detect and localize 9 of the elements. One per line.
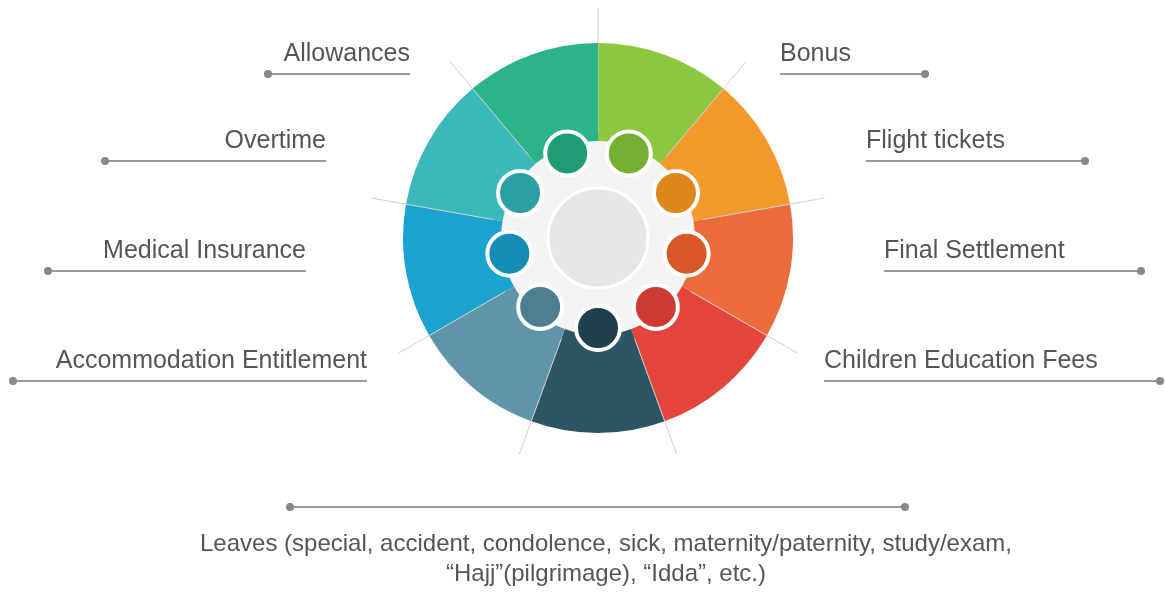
category-label: Allowances (283, 37, 410, 67)
category-label: Overtime (224, 124, 326, 154)
category-label: Final Settlement (884, 234, 1065, 264)
category-label: Accommodation Entitlement (55, 344, 367, 374)
category-label: Bonus (780, 37, 851, 67)
category-label: Flight tickets (866, 124, 1005, 154)
note-text: Leaves (special, accident, condolence, sick, maternity/paternity, study/exam, “Hajj”(pilgrimage), “Idda”, etc.) (200, 528, 1012, 588)
category-label: Children Education Fees (824, 344, 1098, 374)
category-label: Medical Insurance (103, 234, 306, 264)
